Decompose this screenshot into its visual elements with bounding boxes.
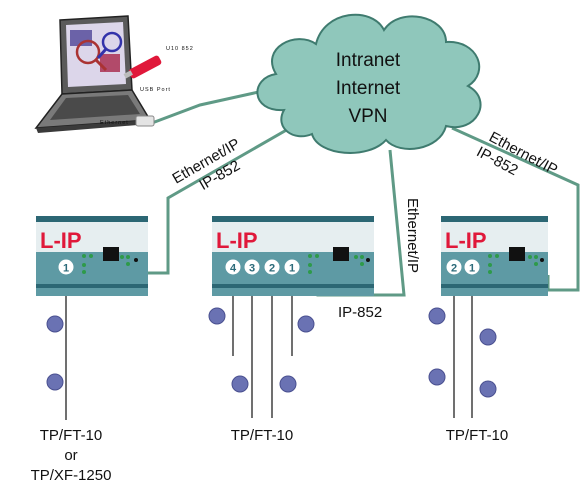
bus-2-label: TP/FT-10 <box>231 427 294 444</box>
device-node <box>231 375 249 393</box>
screen-window <box>100 54 120 72</box>
bus-1-label-line3: TP/XF-1250 <box>31 467 112 484</box>
port-1 <box>284 259 300 275</box>
cloud-label-line3: VPN <box>348 106 387 127</box>
cloud-to-router1-cable <box>148 126 291 275</box>
router-1-brand: L-IP <box>40 228 82 253</box>
ethernet-port <box>103 247 119 261</box>
router-3-brand: L-IP <box>445 228 487 253</box>
router-2-port-1-label: 1 <box>289 263 295 275</box>
device-nodes <box>46 307 497 398</box>
field-bus-3 <box>453 296 473 418</box>
device-node <box>479 328 497 346</box>
port-1 <box>58 259 74 275</box>
usb-stick-label: U10 852 <box>166 46 194 52</box>
cloud-label-line2: Internet <box>336 78 401 99</box>
device-node <box>428 368 446 386</box>
port-2 <box>446 259 462 275</box>
device-node <box>208 307 226 325</box>
status-leds <box>82 254 130 274</box>
field-bus-2 <box>232 296 293 418</box>
router-1-port-1-label: 1 <box>63 263 69 275</box>
status-leds <box>308 254 364 274</box>
bus-3-label: TP/FT-10 <box>446 427 509 444</box>
router-2-port-4-label: 4 <box>230 263 237 275</box>
link-middle-ip852-label: IP-852 <box>338 304 382 321</box>
port-3 <box>244 259 260 275</box>
device-node <box>479 380 497 398</box>
usb-stick-icon <box>123 55 162 79</box>
ethernet-label: Ethernet <box>100 120 129 126</box>
router-3-port-2-label: 2 <box>451 263 457 275</box>
bus-1-label-line1: TP/FT-10 <box>40 427 103 444</box>
usb-port-label: USB Port <box>140 87 171 93</box>
router-3-port-1-label: 1 <box>469 263 475 275</box>
router-2: L-IP 4 3 2 1 <box>212 216 374 296</box>
link-middle-ethernet-label: Ethernet/IP <box>404 198 421 273</box>
port-4 <box>225 259 241 275</box>
link-label-left: Ethernet/IP IP-852 <box>170 135 244 194</box>
router-2-port-3-label: 3 <box>249 263 255 275</box>
device-node <box>46 315 64 333</box>
ethernet-port <box>333 247 349 261</box>
router-3: L-IP 2 1 <box>441 216 548 296</box>
ethernet-plug-icon <box>135 115 155 127</box>
device-node <box>46 373 64 391</box>
router-1: L-IP 1 <box>36 216 148 296</box>
port-1 <box>464 259 480 275</box>
laptop: U10 852 USB Port Ethernet <box>34 15 194 133</box>
status-leds <box>488 254 538 274</box>
link-label-right: Ethernet/IP IP-852 <box>474 129 561 180</box>
laptop-keys <box>50 95 140 120</box>
network-cloud: Intranet Internet VPN <box>256 13 482 154</box>
device-node <box>297 315 315 333</box>
router-2-port-2-label: 2 <box>269 263 275 275</box>
router-2-brand: L-IP <box>216 228 258 253</box>
cloud-label-line1: Intranet <box>336 50 401 71</box>
bus-1-label-line2: or <box>64 447 77 464</box>
device-node <box>279 375 297 393</box>
device-node <box>428 307 446 325</box>
magnifier-icon <box>75 39 101 65</box>
port-2 <box>264 259 280 275</box>
ethernet-port <box>509 247 525 261</box>
magnifier-icon <box>101 31 123 53</box>
